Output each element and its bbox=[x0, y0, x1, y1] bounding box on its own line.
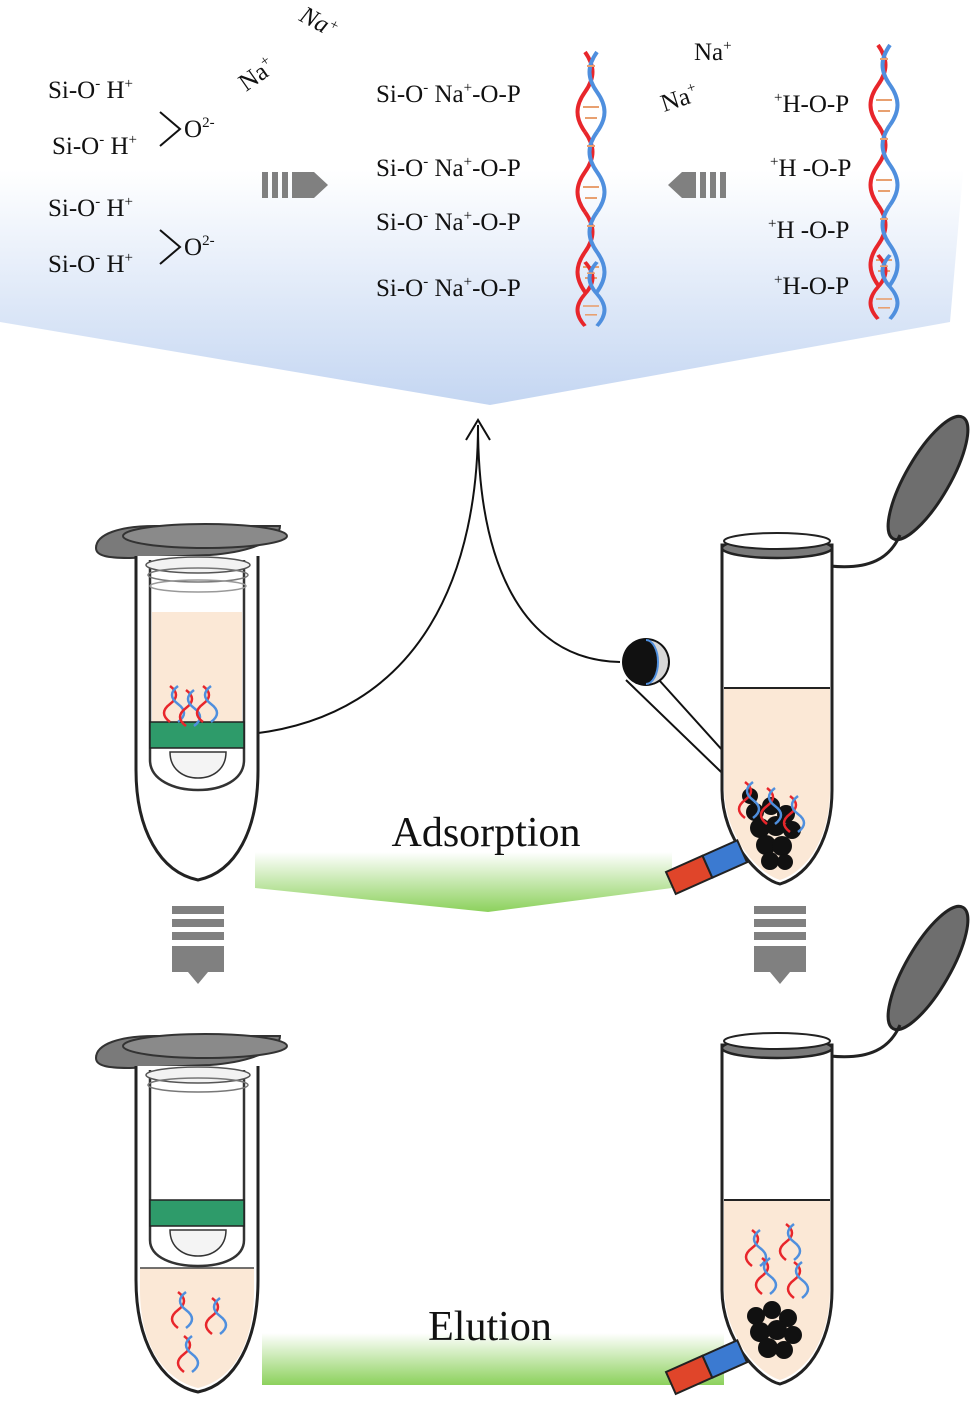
spin-column-tube bbox=[94, 523, 288, 882]
bridge-row: Si-O- Na+-O-P bbox=[376, 80, 521, 108]
triple-bar-right-arrow-icon bbox=[262, 172, 328, 198]
magnetic-beads bbox=[747, 1301, 802, 1359]
silanol-row: Si-O- H+ bbox=[48, 250, 133, 278]
sodium-ion-charge: + bbox=[723, 38, 731, 54]
phosphate-row: +H-O-P bbox=[774, 272, 849, 300]
adsorption-label: Adsorption bbox=[392, 810, 581, 856]
tube-lid bbox=[829, 414, 970, 569]
bridge-row: Si-O- Na+-O-P bbox=[376, 208, 521, 236]
silanol-row: Si-O- H+ bbox=[52, 132, 137, 160]
bond-bracket bbox=[159, 111, 182, 147]
triple-bar-down-arrow-icon bbox=[172, 906, 224, 984]
magnet-icon bbox=[664, 1338, 749, 1396]
protonated-phosphate: +H-O-P +H -O-P +H -O-P +H-O-P bbox=[768, 90, 851, 300]
bridge-row: Si-O- Na+-O-P bbox=[376, 154, 521, 182]
bond-bracket bbox=[159, 229, 182, 265]
magnet-icon bbox=[664, 838, 749, 896]
phosphate-row: +H-O-P bbox=[774, 90, 849, 118]
magnetic-bead-tube bbox=[622, 414, 970, 896]
bridge-row: Si-O- Na+-O-P bbox=[376, 274, 521, 302]
svg-text:Na+: Na+ bbox=[694, 38, 732, 66]
panel-background bbox=[0, 0, 978, 405]
silanol-row: Si-O- H+ bbox=[48, 76, 133, 104]
elution-label: Elution bbox=[428, 1304, 552, 1350]
mechanism-panel bbox=[0, 0, 978, 405]
zoom-connector-lines bbox=[239, 418, 761, 799]
spin-column-tube bbox=[94, 1033, 288, 1394]
triple-bar-down-arrow-icon bbox=[754, 906, 806, 984]
silica-surface: Si-O- H+ Si-O- H+ O2- Si-O- H+ Si-O- H+ O2- bbox=[48, 76, 215, 278]
magnetic-bead-tube bbox=[664, 904, 970, 1396]
adsorption-band: Adsorption bbox=[255, 810, 672, 912]
triple-bar-left-arrow-icon bbox=[668, 172, 726, 198]
oxide-ion: O2- bbox=[184, 115, 215, 143]
phosphate-row: +H -O-P bbox=[770, 154, 851, 182]
elution-band: Elution bbox=[262, 1304, 724, 1385]
silanol-row: Si-O- H+ bbox=[48, 194, 133, 222]
oxide-ion: O2- bbox=[184, 233, 215, 261]
magnifier-circle-icon bbox=[622, 638, 670, 686]
bridge-complex: Si-O- Na+-O-P Si-O- Na+-O-P Si-O- Na+-O-P S… bbox=[376, 80, 521, 302]
tube-lid bbox=[829, 904, 970, 1059]
phosphate-row: +H -O-P bbox=[768, 216, 849, 244]
sodium-ion-symbol: Na bbox=[694, 39, 723, 66]
